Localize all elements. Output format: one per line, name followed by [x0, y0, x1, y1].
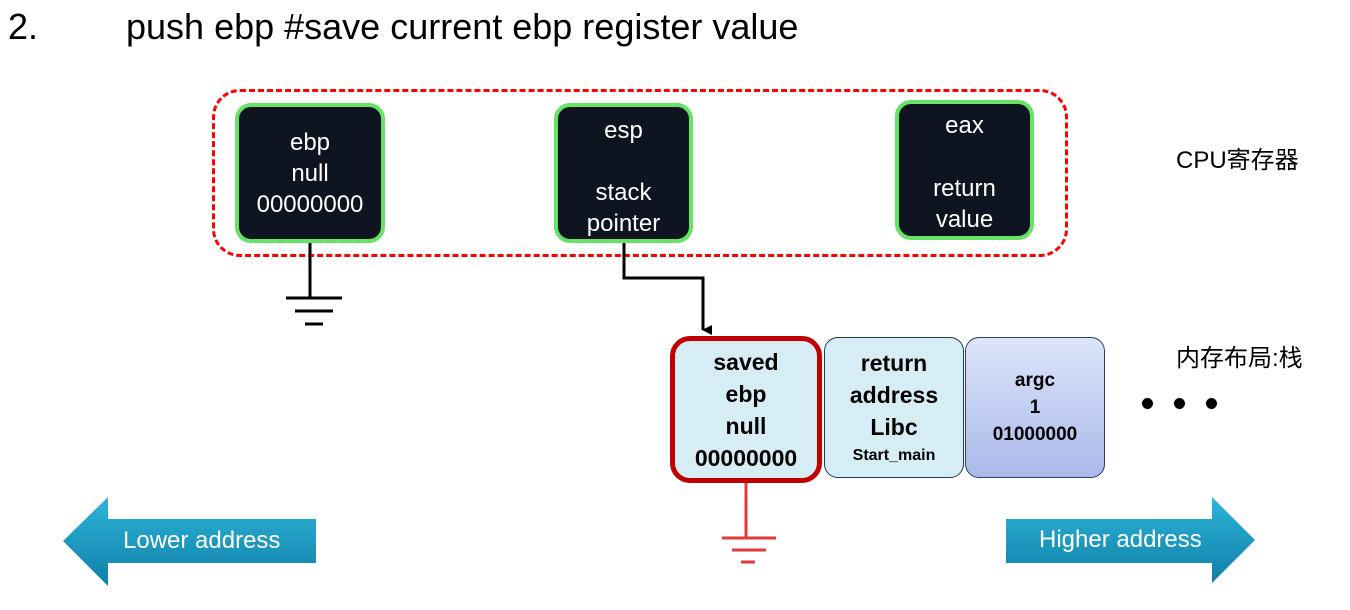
stack-cell-line: Libc — [870, 413, 918, 440]
register-eax: eax return value — [895, 100, 1034, 240]
register-eax-desc-line1: return — [933, 175, 996, 202]
stack-cell-line: argc — [1014, 370, 1056, 391]
memory-stack-label: 内存布局:栈 — [1176, 345, 1303, 372]
stack-cell-line: ebp — [725, 380, 767, 407]
stack-cell-return-address: return address Libc Start_main — [824, 337, 964, 478]
stack-cell-line: address — [849, 381, 939, 408]
register-eax-desc-line2: value — [935, 206, 994, 233]
register-esp: esp stack pointer — [554, 103, 693, 243]
register-ebp-hex: 00000000 — [256, 190, 364, 218]
ellipsis-dot — [1206, 398, 1217, 409]
stack-cell-saved-ebp: saved ebp null 00000000 — [670, 336, 822, 483]
stack-cell-line: 01000000 — [992, 424, 1078, 445]
register-eax-name: eax — [945, 112, 984, 139]
stack-cell-line: 00000000 — [694, 444, 798, 471]
ellipsis-dot — [1174, 398, 1185, 409]
stack-cell-line: null — [725, 412, 767, 439]
stack-cell-line: 1 — [1029, 397, 1041, 418]
register-esp-desc-line1: stack — [595, 179, 652, 206]
register-esp-desc-line2: pointer — [586, 210, 661, 237]
register-ebp-value: null — [291, 159, 329, 187]
cpu-registers-label: CPU寄存器 — [1176, 147, 1299, 174]
slide-step-number: 2. — [8, 6, 39, 47]
lower-address-label: Lower address — [123, 527, 281, 554]
register-ebp: ebp null 00000000 — [235, 103, 385, 243]
saved-ebp-ground-icon — [722, 483, 776, 564]
stack-cell-line: return — [860, 349, 928, 376]
slide-title: push ebp #save current ebp register valu… — [126, 6, 799, 47]
higher-address-label: Higher address — [1039, 526, 1202, 553]
stack-cell-argc: argc 1 01000000 — [965, 337, 1105, 478]
stack-cell-line: saved — [713, 348, 779, 375]
register-esp-name: esp — [604, 117, 643, 144]
ellipsis-dot — [1142, 398, 1153, 409]
stack-cell-sub-label: Start_main — [852, 446, 936, 464]
register-ebp-name: ebp — [289, 128, 331, 156]
